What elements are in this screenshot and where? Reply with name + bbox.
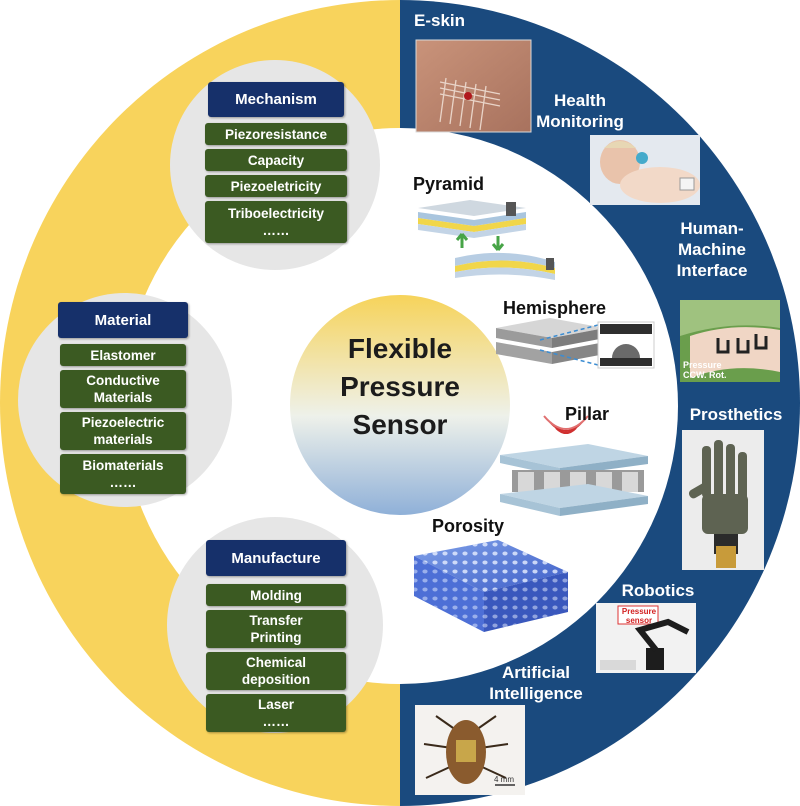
robot-photo-caption: Pressure sensor — [621, 607, 657, 625]
manufacture-item-transfer-printing: Transfer Printing — [206, 610, 346, 648]
mechanism-item-piezoeletricity: Piezoeletricity — [205, 175, 347, 197]
prosthetic-hand-photo — [682, 430, 764, 570]
center-title: Flexible Pressure Sensor — [300, 330, 500, 444]
porosity-illustration — [414, 540, 568, 632]
material-title: Material — [58, 302, 188, 338]
structure-label-hemisphere: Hemisphere — [503, 298, 607, 318]
structure-label-pyramid: Pyramid — [413, 174, 485, 194]
center-title-line-1: Flexible — [347, 333, 453, 364]
hmi-photo-caption: Pressure CCW. Rot. — [683, 360, 727, 380]
structure-label-porosity: Porosity — [432, 516, 505, 536]
material-item-elastomer: Elastomer — [60, 344, 186, 366]
insect-robot-photo — [415, 705, 525, 795]
wrist-sensor-photo — [680, 300, 780, 382]
app-label-artificial-intelligence: Artificial Intelligence — [489, 663, 583, 703]
app-label-e-skin: E-skin — [414, 11, 466, 30]
app-label-human-machine-interface: Human- Machine Interface — [676, 219, 748, 280]
mechanism-item-capacity: Capacity — [205, 149, 347, 171]
center-title-line-2: Pressure — [340, 371, 460, 402]
manufacture-title: Manufacture — [206, 540, 346, 576]
center-title-line-3: Sensor — [352, 409, 448, 440]
manufacture-item-laser: Laser …… — [206, 694, 346, 732]
infant-monitoring-photo — [590, 135, 700, 205]
insect-scale-caption: 4 mm — [494, 775, 514, 784]
mechanism-item-triboelectricity: Triboelectricity …… — [205, 201, 347, 243]
center-circle — [290, 295, 510, 515]
hemisphere-illustration — [496, 318, 655, 369]
mechanism-title: Mechanism — [208, 82, 344, 117]
material-item-biomaterials: Biomaterials …… — [60, 454, 186, 494]
app-label-robotics: Robotics — [621, 581, 695, 600]
app-label-health-monitoring: Health Monitoring — [536, 91, 624, 131]
structure-label-pillar: Pillar — [565, 404, 610, 424]
robot-arm-photo — [596, 603, 696, 673]
pillar-illustration — [500, 415, 648, 516]
e-skin-photo — [415, 39, 532, 133]
material-item-conductive: Conductive Materials — [60, 370, 186, 408]
material-item-piezoelectric: Piezoelectric materials — [60, 412, 186, 450]
pyramid-illustration — [418, 200, 555, 280]
manufacture-item-chemical-deposition: Chemical deposition — [206, 652, 346, 690]
mechanism-item-piezoresistance: Piezoresistance — [205, 123, 347, 145]
app-label-prosthetics: Prosthetics — [689, 405, 783, 424]
manufacture-item-molding: Molding — [206, 584, 346, 606]
